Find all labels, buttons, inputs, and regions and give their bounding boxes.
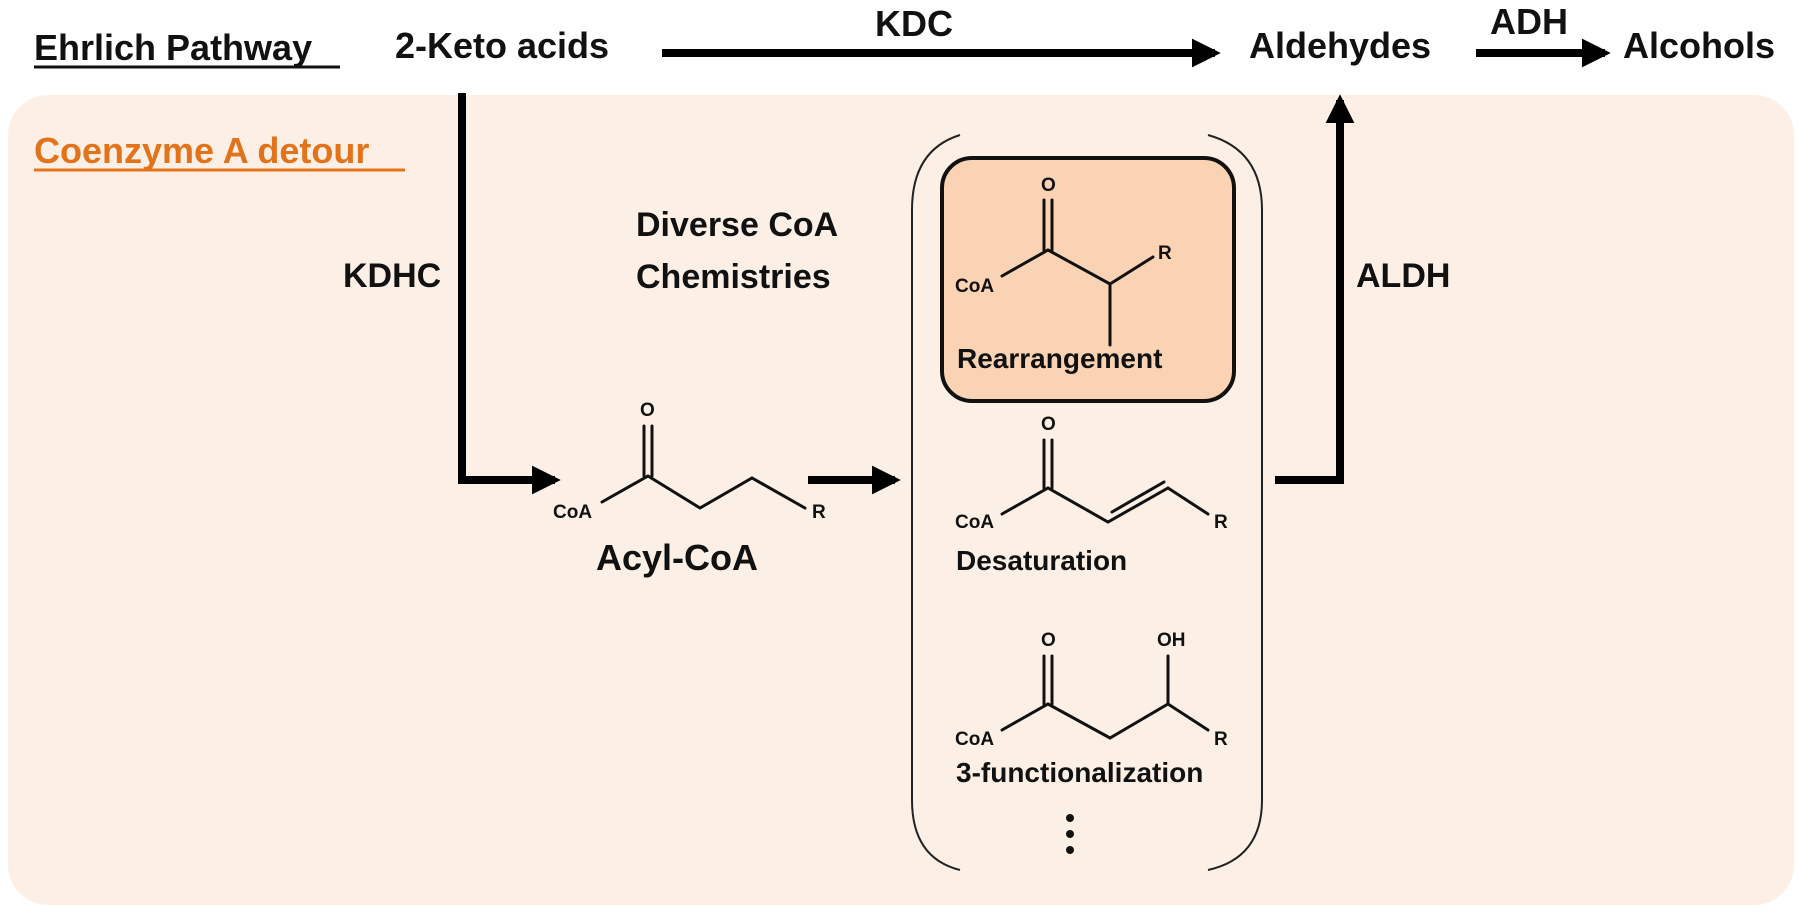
- rearrangement-box: [940, 156, 1236, 403]
- keto-acids-label: 2-Keto acids: [395, 25, 609, 66]
- acyl-coa-r-group: R: [812, 502, 826, 523]
- acyl-coa-bonds: [600, 474, 807, 510]
- alcohols-label: Alcohols: [1623, 25, 1775, 66]
- rearrangement-structure: CoA O R: [955, 175, 1172, 347]
- desaturation-label: Desaturation: [956, 545, 1127, 576]
- detour-panel: [8, 95, 1794, 905]
- desat-double-bond: [1110, 480, 1166, 514]
- acyl-coa-structure: CoA O R: [553, 400, 826, 523]
- func-bonds: [1000, 702, 1210, 740]
- aldh-arrow: [1275, 94, 1355, 484]
- desat-oxygen-atom: O: [1041, 414, 1056, 435]
- acyl-coa-oxygen-atom: O: [640, 400, 655, 421]
- more-chemistries-ellipsis: [1066, 814, 1074, 854]
- diverse-coa-label-line1: Diverse CoA: [636, 206, 838, 244]
- rearr-bonds: [1000, 248, 1155, 286]
- desat-r-group: R: [1214, 512, 1228, 533]
- acyl-coa-coa-atom: CoA: [553, 502, 592, 523]
- kdhc-label: KDHC: [343, 257, 441, 295]
- aldh-label: ALDH: [1356, 257, 1450, 295]
- func-hydroxyl-group: OH: [1157, 630, 1186, 651]
- rearrangement-label: Rearrangement: [957, 343, 1162, 374]
- func-oxygen-atom: O: [1041, 630, 1056, 651]
- kdhc-arrow: [458, 93, 561, 495]
- functionalization-label: 3-functionalization: [956, 757, 1203, 788]
- rearr-oxygen-atom: O: [1041, 175, 1056, 196]
- acyl-coa-label: Acyl-CoA: [596, 537, 758, 578]
- desat-bonds: [1000, 486, 1210, 524]
- func-r-group: R: [1214, 729, 1228, 750]
- func-coa-atom: CoA: [955, 729, 994, 750]
- rearr-coa-atom: CoA: [955, 276, 994, 297]
- coa-detour-title: Coenzyme A detour: [34, 130, 369, 171]
- functionalization-structure: CoA O OH R: [955, 630, 1228, 750]
- desat-coa-atom: CoA: [955, 512, 994, 533]
- diverse-coa-label-line2: Chemistries: [636, 258, 831, 296]
- rearr-r-group: R: [1158, 243, 1172, 264]
- right-bracket: [1207, 134, 1263, 871]
- adh-label: ADH: [1490, 1, 1568, 42]
- ehrlich-pathway-title: Ehrlich Pathway: [34, 27, 312, 68]
- desaturation-structure: CoA O R: [955, 414, 1228, 533]
- left-bracket: [911, 134, 961, 871]
- kdc-label: KDC: [875, 3, 953, 44]
- aldehydes-label: Aldehydes: [1249, 25, 1431, 66]
